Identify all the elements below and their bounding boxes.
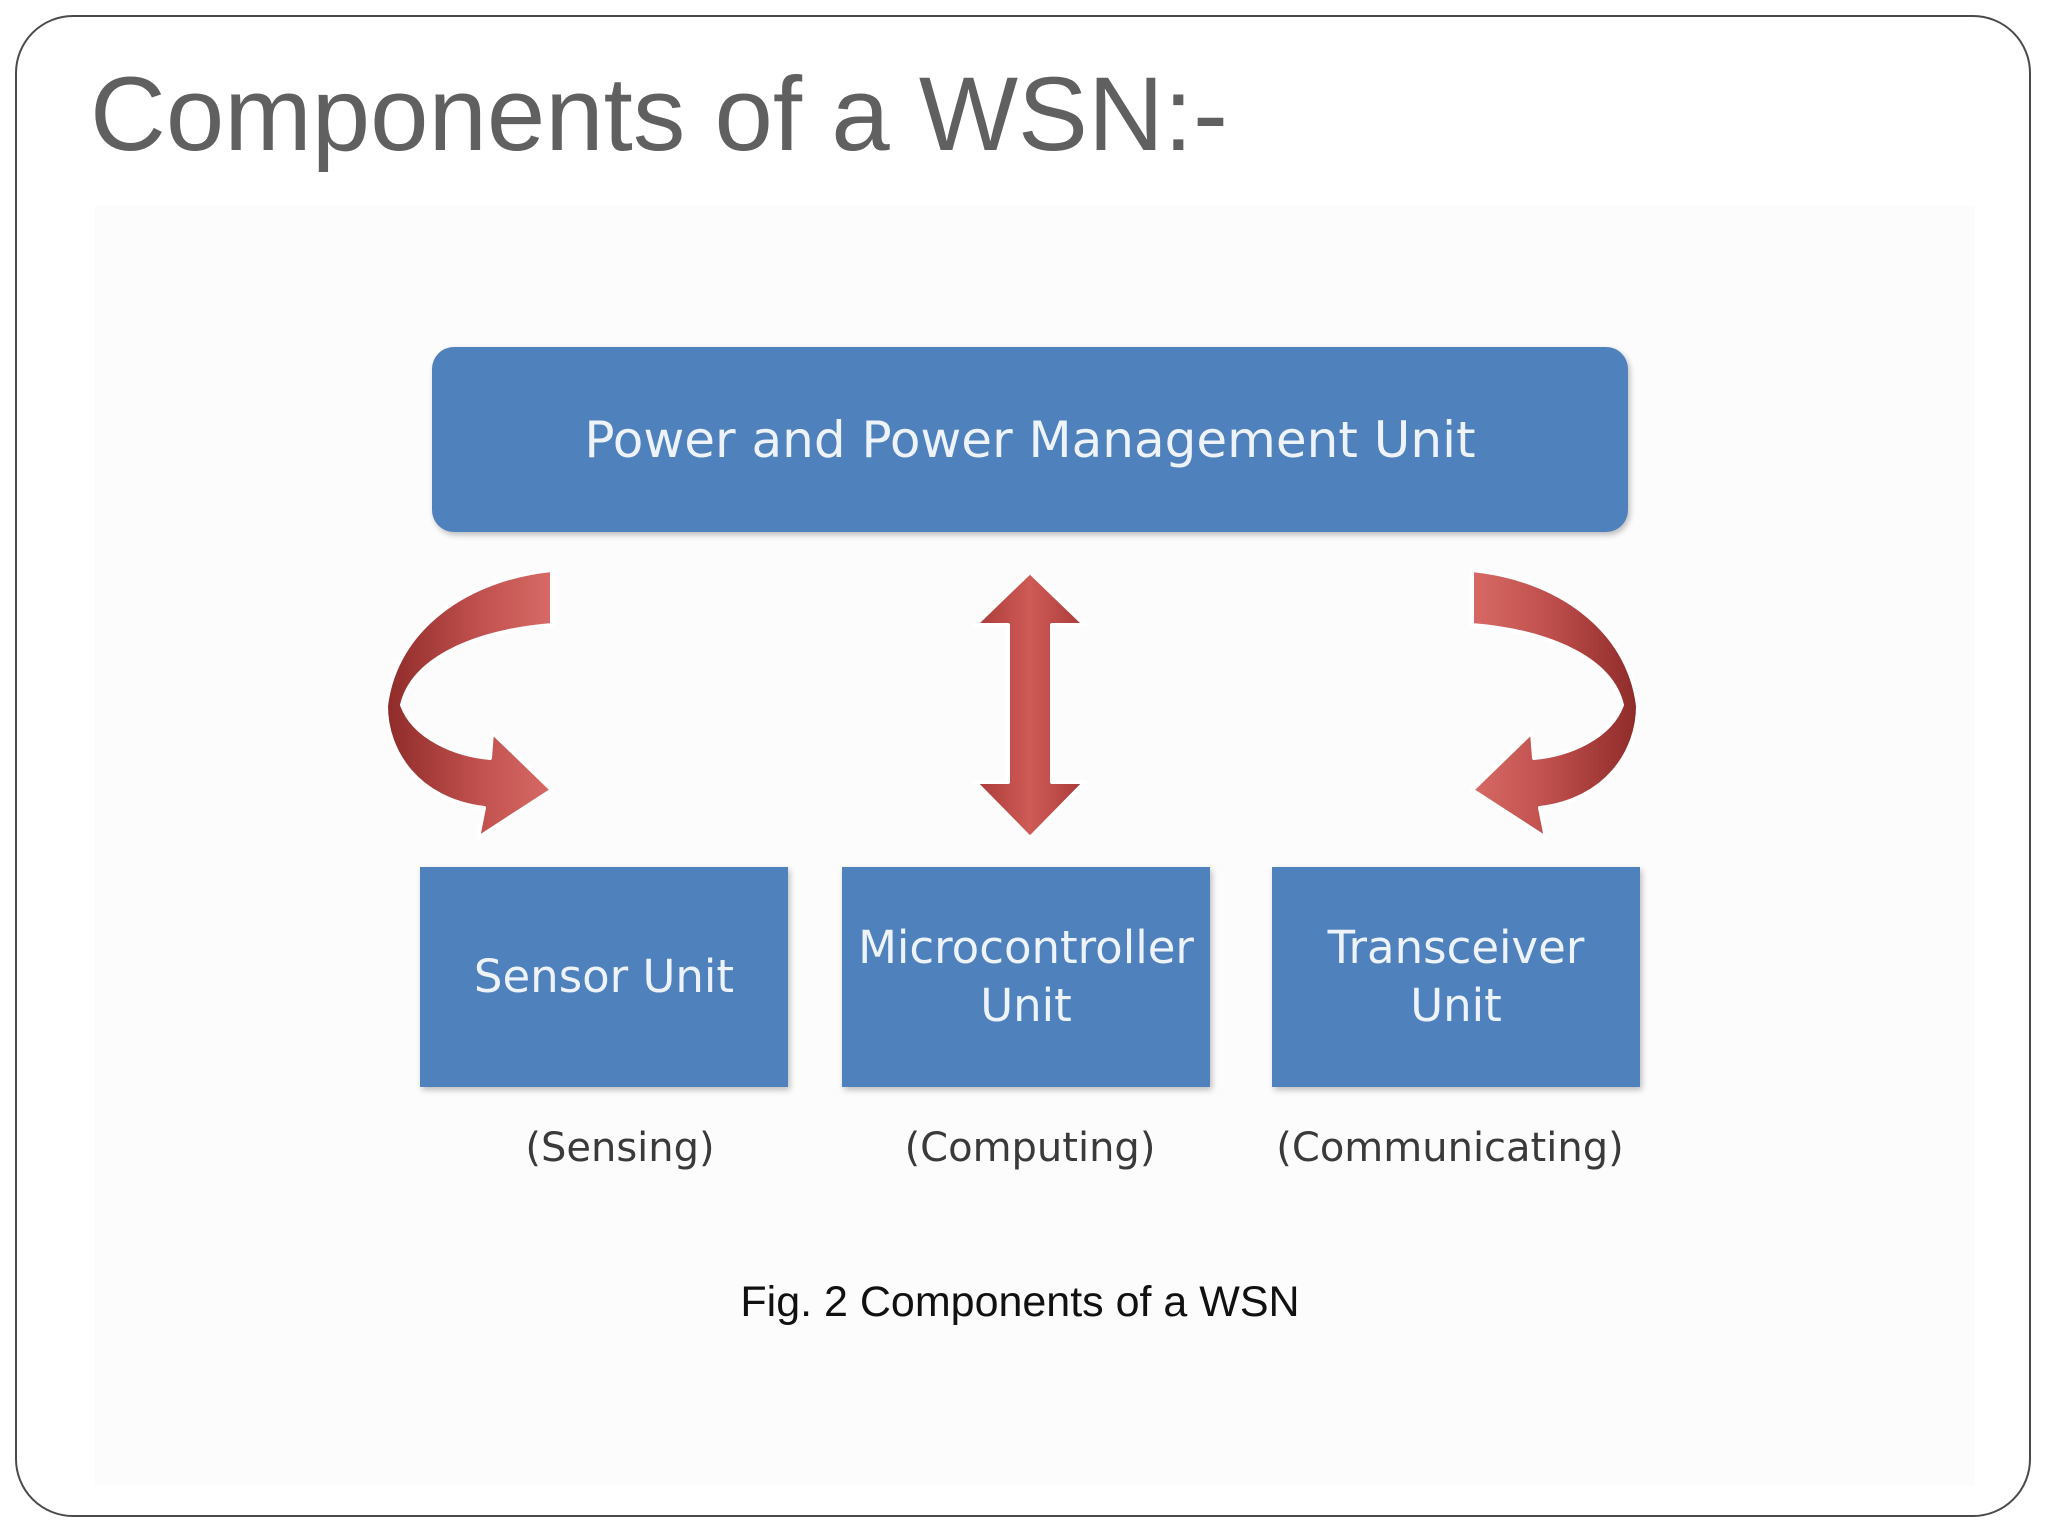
power-management-unit-label: Power and Power Management Unit [584,410,1476,469]
figure-caption: Fig. 2 Components of a WSN [740,1278,1300,1326]
sensor-unit-box: Sensor Unit [420,867,788,1087]
curved-arrow-left-icon [384,568,554,840]
sensing-role-label: (Sensing) [525,1125,715,1171]
double-arrow-vertical-icon [973,570,1087,840]
communicating-role-label: (Communicating) [1276,1125,1624,1171]
computing-role-label: (Computing) [904,1125,1156,1171]
power-management-unit-box: Power and Power Management Unit [432,347,1628,532]
transceiver-unit-label: Transceiver Unit [1327,921,1585,1032]
microcontroller-unit-label: Microcontroller Unit [858,921,1194,1032]
curved-arrow-right-icon [1470,568,1640,840]
slide-title: Components of a WSN:- [90,56,1228,173]
microcontroller-unit-box: Microcontroller Unit [842,867,1210,1087]
sensor-unit-label: Sensor Unit [473,950,735,1003]
transceiver-unit-box: Transceiver Unit [1272,867,1640,1087]
